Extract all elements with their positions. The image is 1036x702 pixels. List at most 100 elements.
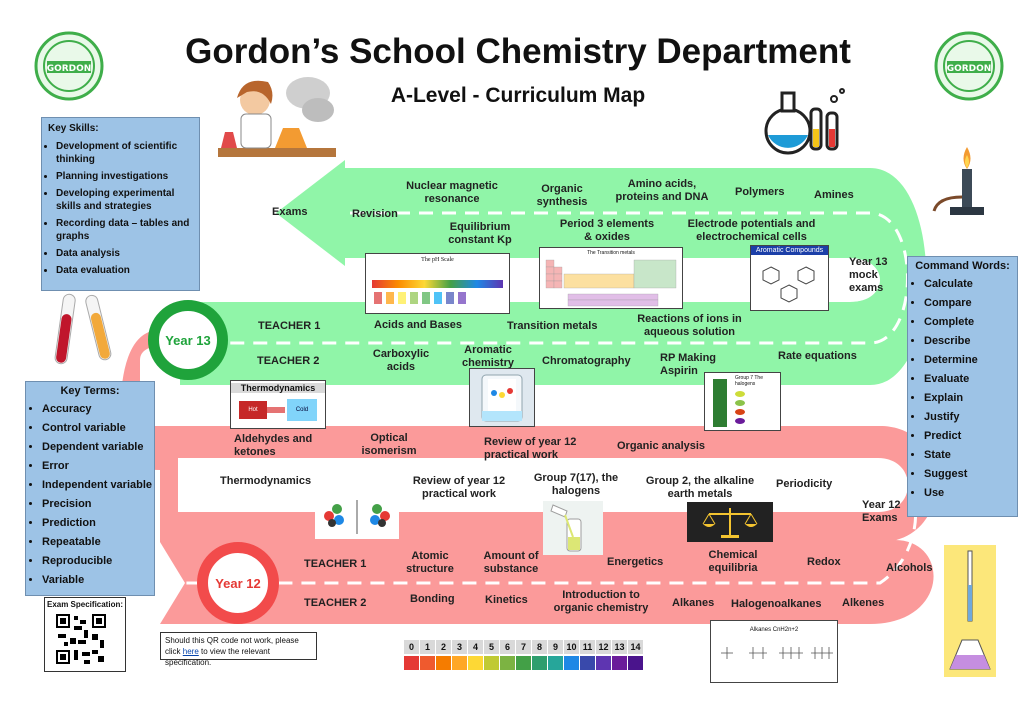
bunsen-burner-illustration (932, 147, 984, 215)
topic-reactions-ions: Reactions of ions in aqueous solution (637, 313, 742, 338)
year12-ring: Year 12 (197, 542, 279, 624)
teacher2-y12: TEACHER 2 (304, 597, 367, 609)
topic-alkenes: Alkenes (842, 597, 885, 609)
topic-electrode: Electrode potentials and electrochemical… (687, 218, 816, 243)
topic-aromatic: Aromatic chemistry (462, 344, 514, 369)
list-item: Independent variable (42, 479, 154, 492)
alkanes-image: Alkanes CnH2n+2 (710, 620, 838, 683)
teacher1-y13: TEACHER 1 (258, 320, 321, 332)
group-column (713, 379, 727, 427)
list-item: Predict (924, 430, 1017, 443)
exam-spec-note: Should this QR code not work, please cli… (160, 632, 317, 667)
school-logo-right: GORDON (933, 30, 1005, 102)
qr-code-icon[interactable] (54, 612, 108, 666)
exam-spec-box[interactable]: Exam Specification: (44, 597, 126, 672)
topic-transition-metals: Transition metals (507, 320, 598, 332)
list-item: Repeatable (42, 536, 154, 549)
burette-icon (949, 550, 991, 670)
topic-chem-equilibria: Chemical equilibria (708, 549, 758, 574)
topic-bonding: Bonding (410, 593, 455, 605)
test-tubes-illustration (54, 293, 112, 365)
topic-atomic: Atomic structure (406, 550, 454, 575)
ph-gradient (372, 280, 503, 288)
topic-alcohols: Alcohols (886, 562, 933, 574)
list-item: Prediction (42, 517, 154, 530)
teacher1-y12: TEACHER 1 (304, 558, 367, 570)
topic-acids-bases: Acids and Bases (374, 319, 463, 331)
topic-polymers: Polymers (735, 186, 785, 198)
key-terms-box: Key Terms: Accuracy Control variable Dep… (25, 381, 155, 596)
topic-halogenoalkanes: Halogenoalkanes (731, 598, 822, 610)
topic-optical: Optical isomerism (361, 432, 417, 457)
aromatic-compounds-image: Aromatic Compounds (750, 245, 829, 311)
topic-nmr: Nuclear magnetic resonance (406, 180, 498, 205)
topic-exams: Exams (272, 206, 308, 218)
list-item: Data analysis (56, 247, 199, 260)
topic-revision: Revision (352, 208, 398, 220)
heat-arrow (267, 407, 285, 413)
key-terms-list: Accuracy Control variable Dependent vari… (26, 403, 154, 587)
chromatography-image (469, 368, 535, 427)
list-item: Describe (924, 335, 1017, 348)
optical-isomers-image (315, 496, 399, 539)
command-words-heading: Command Words: (915, 260, 1010, 272)
halogen-samples (735, 391, 745, 424)
list-item: Developing experimental skills and strat… (56, 187, 199, 213)
topic-organic-synthesis: Organic synthesis (536, 183, 588, 208)
list-item: Precision (42, 498, 154, 511)
titration-illustration (944, 545, 996, 677)
list-item: Planning investigations (56, 170, 199, 183)
topic-intro-organic: Introduction to organic chemistry (553, 589, 649, 614)
halogens-image: Group 7 The halogens (704, 372, 781, 431)
ph-scale-bar: 0 1 2 3 4 5 6 7 8 9 10 11 12 13 14 (404, 640, 644, 670)
list-item: Recording data – tables and graphs (56, 217, 199, 243)
topic-amino-acids: Amino acids, proteins and DNA (615, 178, 709, 203)
alkane-structures-icon (721, 647, 833, 659)
topic-rp-aspirin: RP Making Aspirin (660, 352, 717, 377)
logo-text-right: GORDON (947, 64, 992, 74)
topic-year12-exams: Year 12 Exams (862, 499, 901, 524)
isomer-icon (324, 500, 390, 534)
list-item: Explain (924, 392, 1017, 405)
topic-review-y13: Review of year 12 practical work (484, 436, 577, 461)
topic-amines: Amines (814, 189, 854, 201)
spec-link[interactable]: here (182, 647, 199, 656)
topic-equilibrium-kp: Equilibrium constant Kp (448, 221, 512, 246)
topic-carboxylic: Carboxylic acids (372, 348, 430, 373)
topic-rate-equations: Rate equations (778, 350, 857, 362)
topic-amount: Amount of substance (483, 550, 539, 575)
key-terms-heading: Key Terms: (60, 385, 120, 397)
topic-thermodynamics: Thermodynamics (220, 475, 312, 487)
topic-group2: Group 2, the alkaline earth metals (645, 475, 755, 500)
topic-year13-mock: Year 13 mock exams (849, 256, 888, 294)
command-words-box: Command Words: Calculate Compare Complet… (907, 256, 1018, 517)
key-skills-box: Key Skills: Development of scientific th… (41, 117, 200, 291)
key-skills-list: Development of scientific thinking Plann… (42, 140, 199, 277)
topic-organic-analysis: Organic analysis (617, 440, 706, 452)
scientist-illustration (218, 77, 336, 157)
benzene-ring-icon (762, 266, 815, 303)
page-title: Gordon’s School Chemistry Department (185, 32, 851, 71)
list-item: Data evaluation (56, 264, 199, 277)
balance-scale-icon (702, 508, 758, 538)
list-item: Evaluate (924, 373, 1017, 386)
periodic-grid (545, 259, 677, 307)
list-item: Accuracy (42, 403, 154, 416)
list-item: Dependent variable (42, 441, 154, 454)
periodic-table-image: The Transition metals (539, 247, 683, 309)
list-item: Justify (924, 411, 1017, 424)
topic-periodicity: Periodicity (776, 478, 833, 490)
key-skills-heading: Key Skills: (48, 123, 99, 134)
list-item: Calculate (924, 278, 1017, 291)
flasks-illustration (764, 88, 845, 155)
list-item: Reproducible (42, 555, 154, 568)
chemical-equilibria-image (687, 502, 773, 542)
topic-alkanes: Alkanes (672, 597, 715, 609)
list-item: Determine (924, 354, 1017, 367)
topic-aldehydes: Aldehydes and ketones (234, 433, 313, 458)
teacher2-y13: TEACHER 2 (257, 355, 320, 367)
hot-block: Hot (239, 401, 267, 419)
exam-spec-heading: Exam Specification: (46, 600, 124, 609)
topic-period3: Period 3 elements & oxides (559, 218, 655, 243)
halogen-displacement-image (543, 501, 603, 555)
